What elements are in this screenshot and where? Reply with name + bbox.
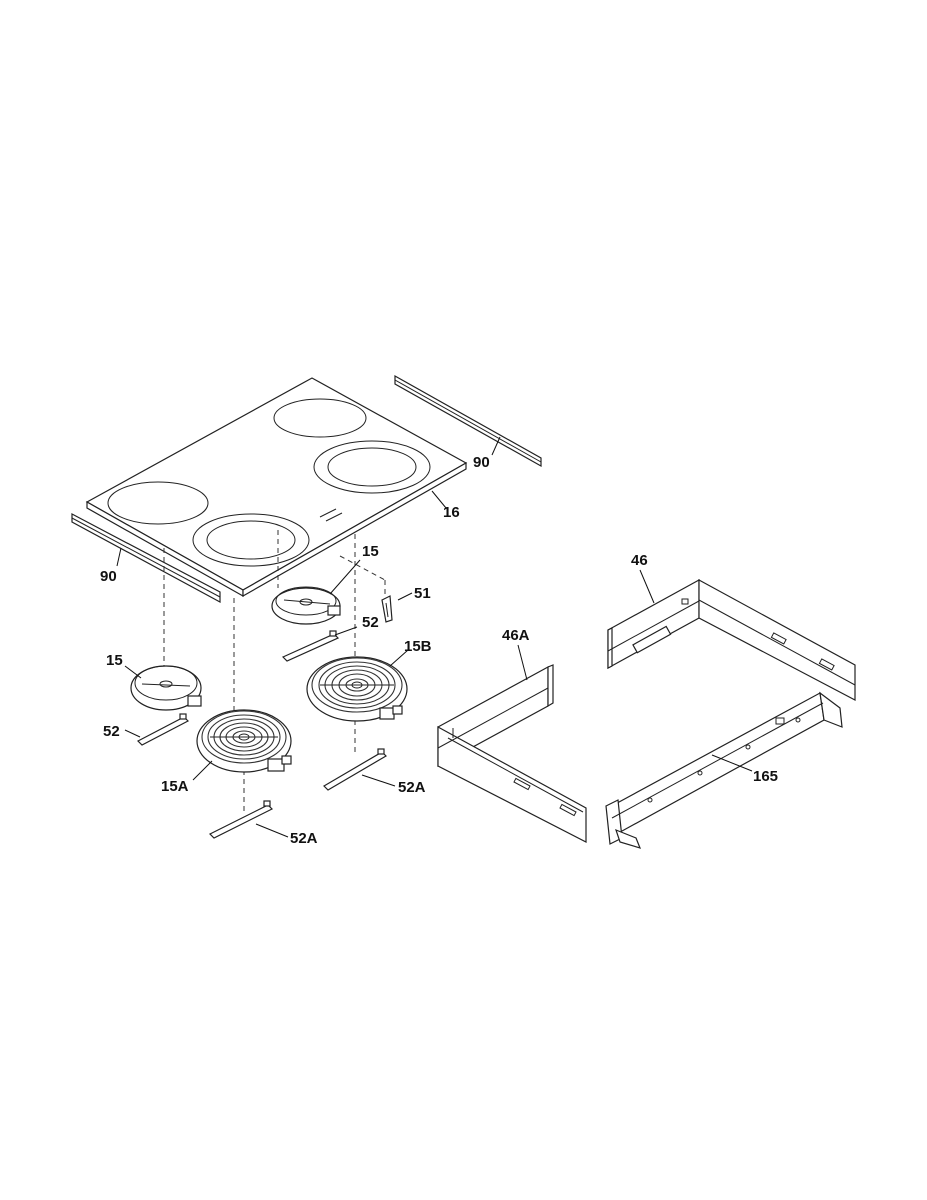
leader-lines	[116, 436, 753, 838]
callout-side-frame-right: 46	[631, 552, 648, 569]
callout-element-small-rear: 15	[362, 543, 379, 560]
callout-cooktop-glass: 16	[443, 504, 460, 521]
radiant-element-right	[306, 656, 408, 722]
callout-side-frame-left: 46A	[502, 627, 530, 644]
callout-element-right: 15B	[404, 638, 432, 655]
temperature-limiter	[381, 595, 393, 623]
trim-strip-left	[71, 513, 221, 604]
trim-strip-right	[394, 374, 542, 468]
alignment-lines	[163, 530, 386, 812]
callout-limiter: 51	[414, 585, 431, 602]
side-frame-right	[607, 578, 856, 701]
callout-trim-right: 90	[473, 454, 490, 471]
callout-trim-left: 90	[100, 568, 117, 585]
callout-bracket-rear: 52	[362, 614, 379, 631]
callout-bracket-mid: 52A	[398, 779, 426, 796]
callout-element-large-front: 15A	[161, 778, 189, 795]
callout-bracket-left: 52	[103, 723, 120, 740]
callout-bracket-bottom: 52A	[290, 830, 318, 847]
bracket-left	[136, 713, 190, 746]
cooktop-glass	[85, 377, 468, 598]
callout-front-frame: 165	[753, 768, 778, 785]
bracket-mid	[323, 748, 387, 791]
side-frame-left	[437, 664, 587, 843]
radiant-element-small-rear	[271, 586, 341, 625]
bracket-rear	[281, 630, 340, 662]
radiant-element-large-front	[196, 709, 292, 773]
bracket-bottom	[208, 800, 274, 839]
callout-element-small-front: 15	[106, 652, 123, 669]
radiant-element-small-front	[130, 665, 202, 711]
front-frame	[605, 691, 843, 849]
callouts: 90 90 16 15 51 52 15B 15 52 15A 52A 52A …	[100, 454, 778, 847]
